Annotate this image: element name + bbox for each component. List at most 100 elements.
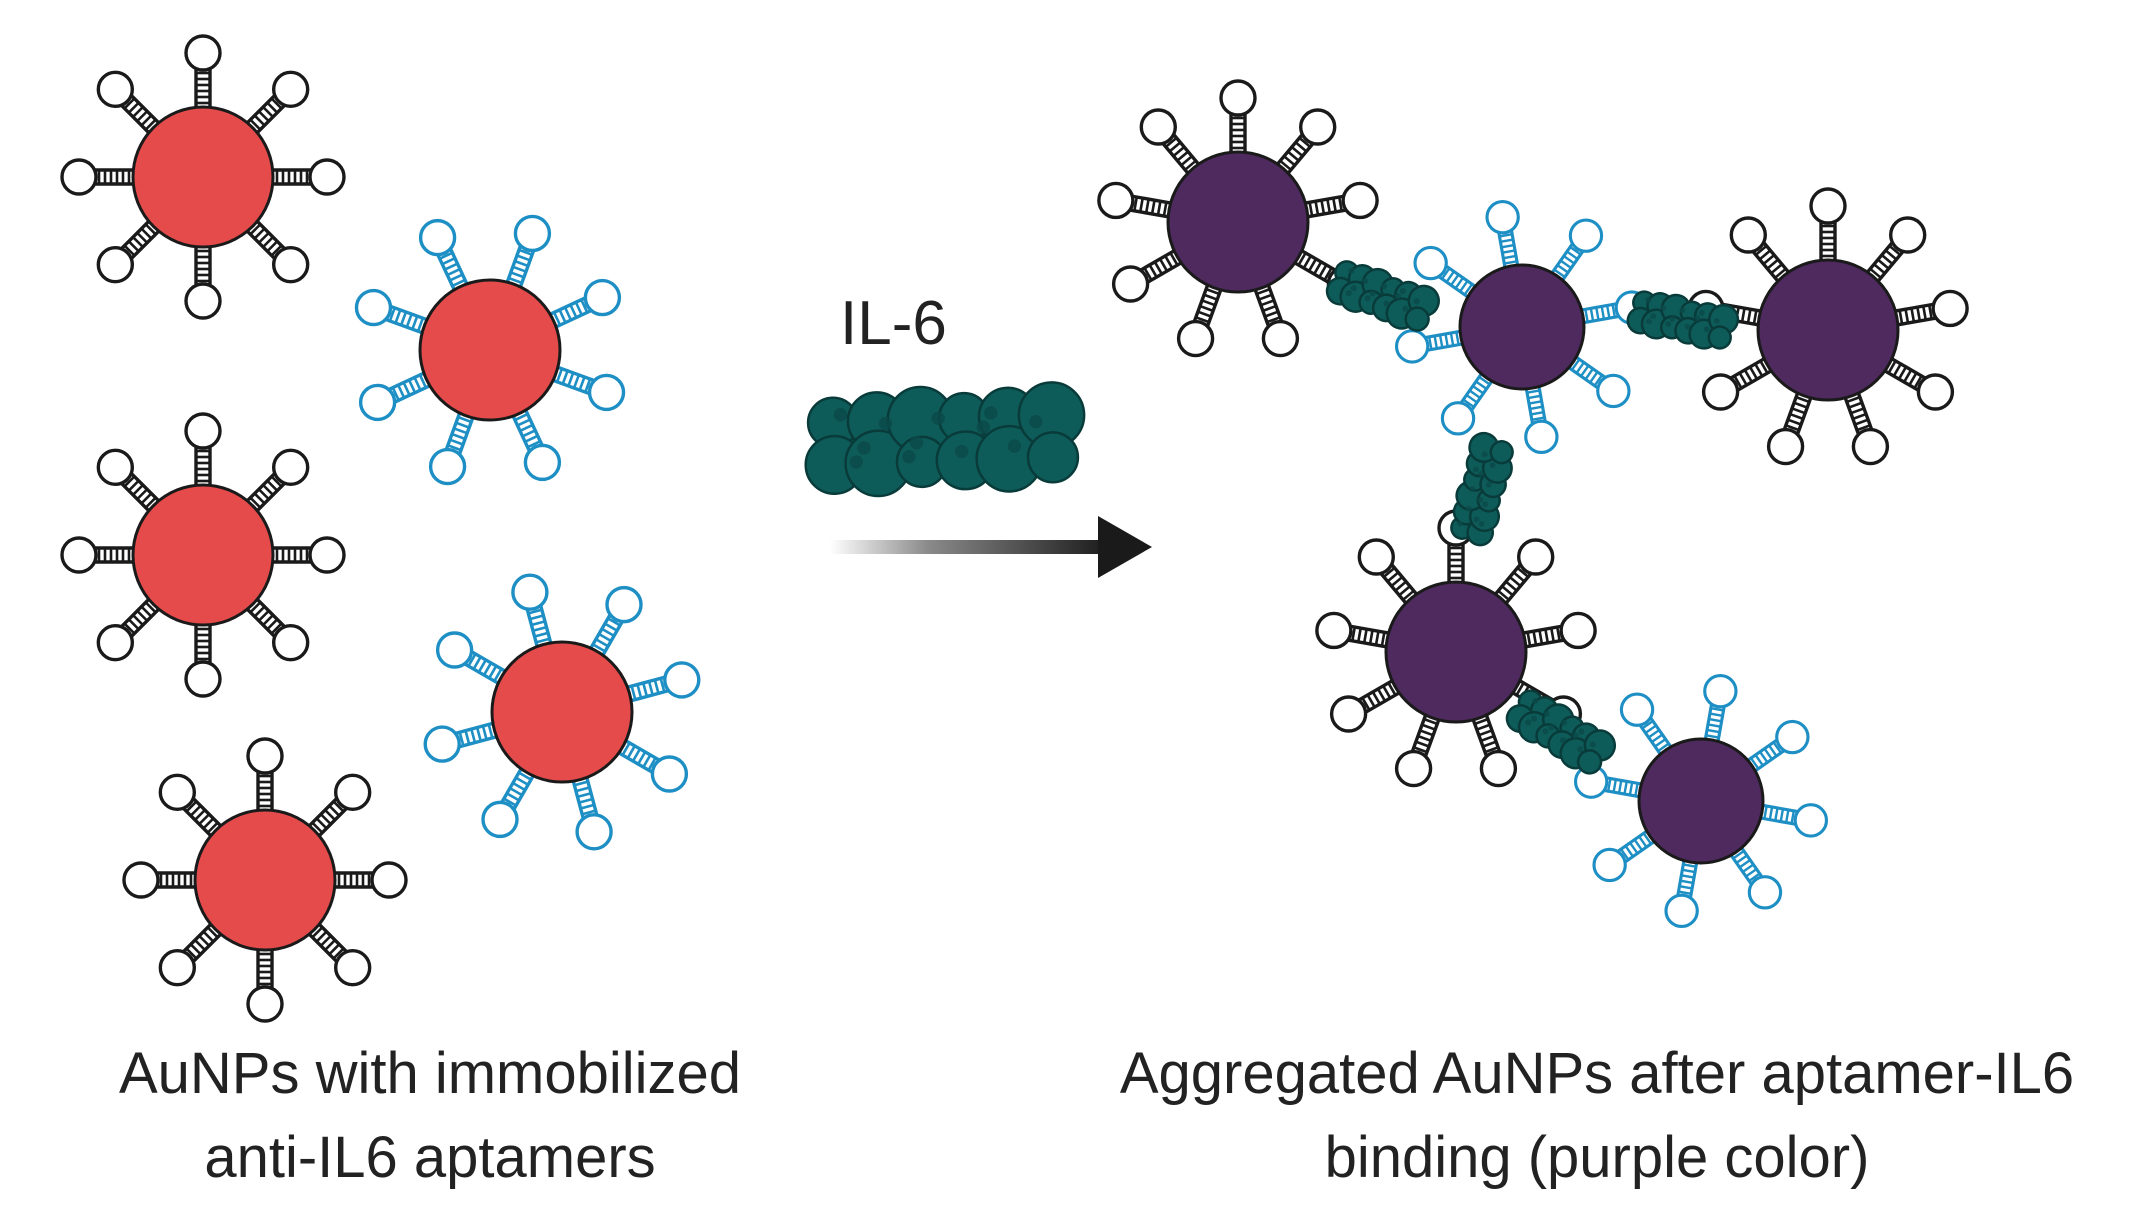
aptamer-hairpin: [435, 631, 509, 686]
il6-label: IL-6: [840, 289, 947, 358]
aptamer-hairpin: [1729, 216, 1792, 285]
left-caption: AuNPs with immobilized anti-IL6 aptamers: [0, 1032, 860, 1200]
aptamer-hairpin: [1728, 844, 1783, 910]
aptamer-hairpin: [1619, 692, 1674, 758]
aptamer-hairpin: [428, 409, 476, 486]
aptamer-hairpin: [1470, 711, 1518, 788]
aptamer-hairpin: [1413, 245, 1479, 300]
aptamer-hairpin: [1111, 248, 1185, 303]
aptamer-hairpin: [184, 243, 222, 320]
right-caption-line1: Aggregated AuNPs after aptamer-IL6: [1119, 1041, 2075, 1106]
aptamer-hairpin: [306, 921, 372, 987]
aptamer-hairpin: [269, 536, 346, 574]
aptamer-hairpin: [1701, 356, 1775, 411]
aptamer-hairpin: [1302, 181, 1379, 220]
aptamer-hairpin: [96, 448, 162, 514]
aptamer-hairpin: [158, 921, 224, 987]
aptamer-hairpin: [158, 773, 224, 839]
aptamer-hairpin: [1485, 199, 1520, 271]
aptamer-hairpin: [331, 861, 408, 899]
free-aunp-blue-aptamers: [423, 573, 701, 851]
aptamer-hairpin: [184, 34, 222, 111]
aptamer-hairpin: [1592, 828, 1658, 883]
aptamer-hairpin: [481, 765, 536, 839]
aptamer-hairpin: [1176, 281, 1224, 358]
gold-nanoparticle: [1166, 150, 1310, 294]
gold-nanoparticle: [131, 483, 275, 627]
aptamer-hairpin: [615, 738, 689, 793]
aptamer-hairpin: [358, 370, 434, 422]
gold-nanoparticle: [490, 640, 634, 784]
left-caption-line2: anti-IL6 aptamers: [204, 1125, 656, 1190]
aptamer-hairpin: [1524, 383, 1559, 455]
right-caption-line2: binding (purple color): [1324, 1125, 1870, 1190]
aptamer-hairpin: [244, 70, 310, 136]
aptamer-hairpin: [624, 661, 701, 703]
gold-nanoparticle: [193, 808, 337, 952]
aggregated-aunp-black-aptamers: [1097, 79, 1379, 358]
aptamer-hairpin: [1329, 678, 1403, 733]
bridging-il6-protein: [1325, 260, 1440, 332]
aptamer-hairpin: [504, 214, 552, 291]
aptamer-hairpin: [60, 536, 137, 574]
aggregated-aunps-group: [1097, 79, 1969, 929]
aptamer-hairpin: [244, 448, 310, 514]
free-aunp-black-aptamers: [60, 34, 346, 320]
aptamer-hairpin: [306, 773, 372, 839]
aptamer-hairpin: [246, 946, 284, 1023]
gold-nanoparticle: [418, 278, 562, 422]
aptamer-hairpin: [1394, 329, 1466, 364]
gold-nanoparticle: [1756, 258, 1900, 402]
aptamer-hairpin: [1252, 281, 1300, 358]
aptamer-hairpin: [60, 158, 137, 196]
aptamer-hairpin: [1703, 673, 1738, 745]
aptamer-hairpin: [510, 406, 562, 482]
aptamer-hairpin: [1809, 187, 1847, 264]
aptamer-hairpin: [122, 861, 199, 899]
aptamer-hairpin: [1357, 538, 1420, 607]
aptamer-hairpin: [244, 596, 310, 662]
aptamer-hairpin: [423, 721, 500, 763]
aptamer-hairpin: [1757, 803, 1829, 838]
aptamer-hairpin: [1664, 857, 1699, 929]
aptamer-hairpin: [1440, 370, 1495, 436]
aptamer-hairpin: [1881, 356, 1955, 411]
free-aunp-black-aptamers: [60, 412, 346, 698]
aptamer-hairpin: [96, 596, 162, 662]
reaction-arrow-group: [804, 381, 1152, 578]
aptamer-hairpin: [588, 585, 643, 659]
aptamer-hairpin: [354, 288, 431, 336]
bridging-il6-protein: [1505, 689, 1617, 775]
aptamer-hairpin: [246, 737, 284, 814]
free-aunp-blue-aptamers: [354, 214, 626, 486]
aptamer-hairpin: [96, 218, 162, 284]
aptamer-hairpin: [571, 774, 613, 851]
aptamer-hairpin: [1864, 216, 1927, 285]
aptamer-hairpin: [549, 364, 626, 412]
aptamer-hairpin: [1565, 354, 1631, 409]
aptamer-hairpin: [1520, 611, 1597, 650]
aptamer-hairpin: [1219, 79, 1257, 156]
aptamer-hairpin: [1842, 389, 1890, 466]
aptamer-hairpin: [1549, 218, 1604, 284]
aptamer-hairpin: [1492, 538, 1555, 607]
aptamer-hairpin: [184, 412, 222, 489]
aptamer-hairpin: [418, 218, 470, 294]
left-caption-line1: AuNPs with immobilized: [118, 1041, 742, 1106]
dispersed-aunps-group: [60, 34, 701, 1023]
il6-protein-icon: [804, 381, 1086, 498]
aptamer-hairpin: [184, 621, 222, 698]
aptamer-hairpin: [1766, 389, 1814, 466]
reaction-arrow-head: [1098, 516, 1152, 578]
free-aunp-black-aptamers: [122, 737, 408, 1023]
aptamer-hairpin: [244, 218, 310, 284]
aggregated-aunp-blue-aptamers: [1394, 199, 1650, 455]
gold-nanoparticle: [1384, 580, 1528, 724]
bridging-il6-protein: [1450, 431, 1514, 547]
aptamer-hairpin: [269, 158, 346, 196]
aptamer-hairpin: [1139, 108, 1202, 177]
aptamer-hairpin: [1744, 719, 1810, 774]
aptamer-hairpin: [1274, 108, 1337, 177]
aptamer-hairpin: [1097, 181, 1174, 220]
